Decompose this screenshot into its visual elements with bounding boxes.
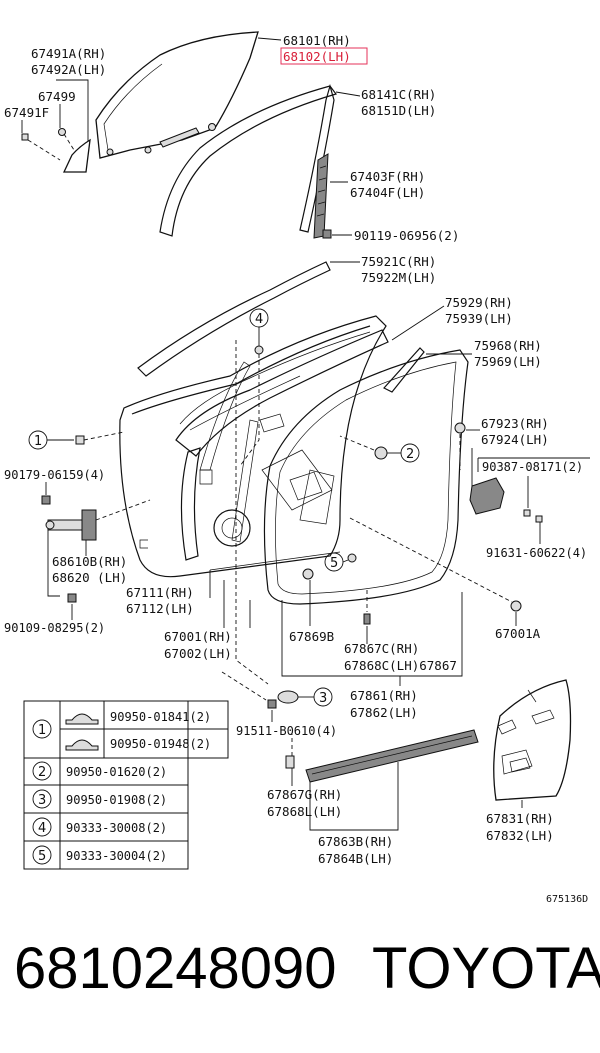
window-regulator — [199, 361, 251, 471]
legend-num-1: 1 — [38, 723, 46, 738]
label-67492a: 67492A(LH) — [31, 62, 106, 77]
label-67867c: 67867C(RH) — [344, 641, 419, 656]
label-67111: 67111(RH) — [126, 585, 194, 600]
clip-67867g — [285, 755, 295, 769]
door-check-stopper — [469, 477, 505, 515]
clip-67499 — [58, 128, 66, 136]
lower-weatherstrip — [305, 729, 479, 783]
drawing-number: 675136D — [546, 894, 588, 905]
belt-moulding-outer — [137, 261, 331, 377]
label-67862: 67862(LH) — [350, 705, 418, 720]
label-67403f: 67403F(RH) — [350, 169, 425, 184]
clip-67867c — [363, 613, 371, 625]
legend-part-4: 90333-30008(2) — [66, 821, 167, 835]
label-67831: 67831(RH) — [486, 811, 554, 826]
fastener-legend: 1 90950-01841(2) 90950-01948(2) 2 90950-… — [23, 700, 229, 870]
label-67867g: 67867G(RH) — [267, 787, 342, 802]
label-67491a: 67491A(RH) — [31, 46, 106, 61]
brand-name: TOYOTA — [372, 936, 600, 1001]
label-67404f: 67404F(LH) — [350, 185, 425, 200]
legend-num-2: 2 — [38, 765, 46, 780]
label-91631: 91631-60622(4) — [486, 546, 587, 560]
label-75929: 75929(RH) — [445, 295, 513, 310]
label-67924: 67924(LH) — [481, 432, 549, 447]
legend-part-3: 90950-01908(2) — [66, 793, 167, 807]
callout-4: 4 — [249, 308, 269, 328]
clip-icon-90950-01948 — [65, 739, 99, 751]
door-trim-board — [493, 679, 572, 801]
legend-part-1a: 90950-01841(2) — [110, 710, 211, 724]
label-68102: 68102(LH) — [283, 49, 351, 64]
door-check — [45, 509, 97, 541]
legend-num-5: 5 — [38, 849, 46, 864]
run-channel — [159, 85, 338, 237]
label-75968: 75968(RH) — [474, 338, 542, 353]
svg-text:2: 2 — [406, 447, 414, 462]
label-90109: 90109-08295(2) — [4, 621, 105, 635]
legend-part-5: 90333-30004(2) — [66, 849, 167, 863]
label-75939: 75939(LH) — [445, 311, 513, 326]
label-75922m: 75922M(LH) — [361, 270, 436, 285]
label-68151d: 68151D(LH) — [361, 103, 436, 118]
label-90179: 90179-06159(4) — [4, 468, 105, 482]
part-number: 6810248090 — [14, 936, 337, 1001]
label-67001a: 67001A — [495, 626, 541, 641]
label-67491f: 67491F — [4, 105, 49, 120]
clip-67869b — [302, 568, 314, 580]
label-67869b: 67869B — [289, 629, 334, 644]
label-67832: 67832(LH) — [486, 828, 554, 843]
svg-text:1: 1 — [34, 434, 42, 449]
label-67002: 67002(LH) — [164, 646, 232, 661]
callout-1: 1 — [28, 430, 48, 450]
label-67868c: 67868C(LH)67867 — [344, 658, 457, 673]
svg-text:3: 3 — [319, 691, 327, 706]
label-90387: 90387-08171(2) — [482, 460, 583, 474]
label-67001: 67001(RH) — [164, 629, 232, 644]
label-67864b: 67864B(LH) — [318, 851, 393, 866]
label-67112: 67112(LH) — [126, 601, 194, 616]
svg-text:4: 4 — [255, 312, 263, 327]
label-68141c: 68141C(RH) — [361, 87, 436, 102]
callout-2: 2 — [400, 443, 420, 463]
label-91511: 91511-B0610(4) — [236, 724, 337, 738]
callout-5: 5 — [324, 552, 344, 572]
label-90119: 90119-06956(2) — [354, 228, 459, 243]
label-67868l: 67868L(LH) — [267, 804, 342, 819]
label-67923: 67923(RH) — [481, 416, 549, 431]
legend-num-3: 3 — [38, 793, 46, 808]
bolt-90119 — [322, 229, 332, 239]
label-67861: 67861(RH) — [350, 688, 418, 703]
label-75969: 75969(LH) — [474, 354, 542, 369]
door-glass — [95, 31, 259, 159]
clip-67001a — [510, 600, 522, 612]
legend-part-2: 90950-01620(2) — [66, 765, 167, 779]
label-67863b: 67863B(RH) — [318, 834, 393, 849]
svg-text:5: 5 — [330, 556, 338, 571]
highlight-box — [280, 47, 368, 65]
label-68101: 68101(RH) — [283, 33, 351, 48]
frame-moulding — [383, 347, 425, 393]
clip-icon-90950-01841 — [65, 713, 99, 725]
door-weatherstrip — [263, 349, 469, 605]
callout-3: 3 — [313, 687, 333, 707]
label-75921c: 75921C(RH) — [361, 254, 436, 269]
clip-67923 — [454, 422, 466, 434]
legend-num-4: 4 — [38, 821, 46, 836]
clip-67491f — [21, 133, 29, 141]
label-67499: 67499 — [38, 89, 76, 104]
label-68620: 68620 (LH) — [52, 570, 127, 585]
legend-part-1b: 90950-01948(2) — [110, 737, 211, 751]
division-bar — [313, 153, 329, 239]
label-68610b: 68610B(RH) — [52, 554, 127, 569]
mirror-base-cover — [62, 138, 91, 173]
